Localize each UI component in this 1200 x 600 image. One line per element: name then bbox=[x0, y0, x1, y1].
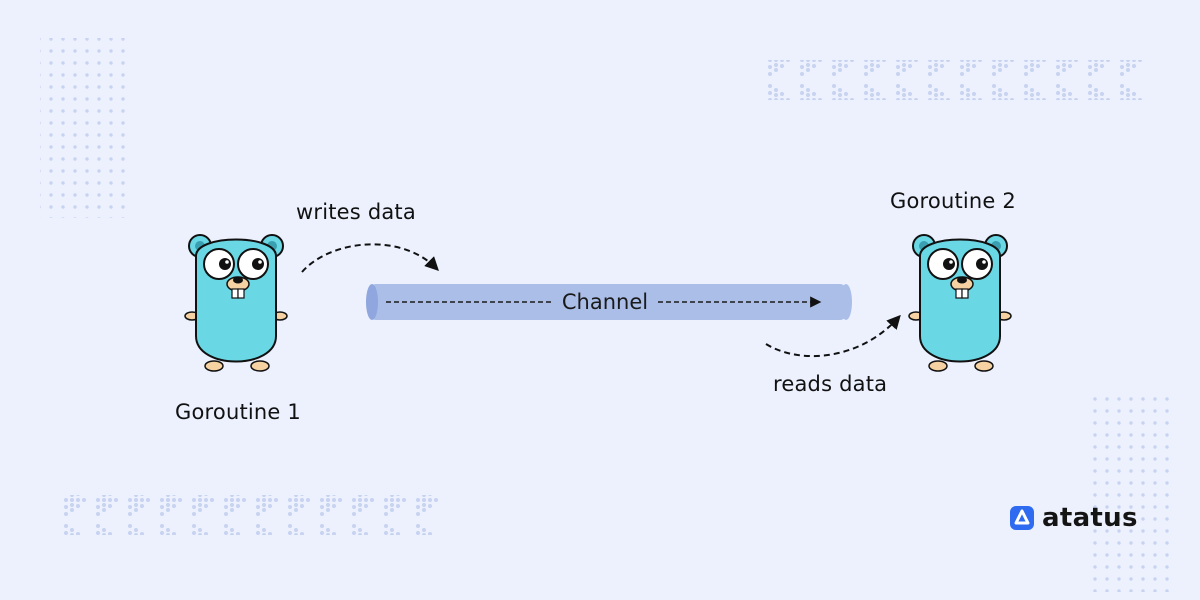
chevron-strip-bottom bbox=[58, 495, 442, 535]
reads-data-label: reads data bbox=[773, 372, 888, 396]
brand-logo: atatus bbox=[1010, 503, 1138, 533]
goroutine-2-label: Goroutine 2 bbox=[890, 189, 1016, 213]
brand-name: atatus bbox=[1042, 503, 1138, 533]
writes-data-label: writes data bbox=[296, 200, 416, 224]
gopher-1-icon bbox=[184, 234, 288, 372]
goroutine-1-label: Goroutine 1 bbox=[175, 400, 301, 424]
atatus-logo-icon bbox=[1010, 506, 1034, 530]
channel-label: Channel bbox=[555, 289, 655, 315]
dot-grid-top-left bbox=[40, 38, 130, 218]
gopher-2-icon bbox=[908, 234, 1012, 372]
dot-grid-bottom-right bbox=[1086, 392, 1170, 592]
reads-arrow bbox=[765, 314, 901, 358]
chevron-strip-top bbox=[766, 60, 1150, 100]
writes-arrow bbox=[301, 243, 439, 273]
